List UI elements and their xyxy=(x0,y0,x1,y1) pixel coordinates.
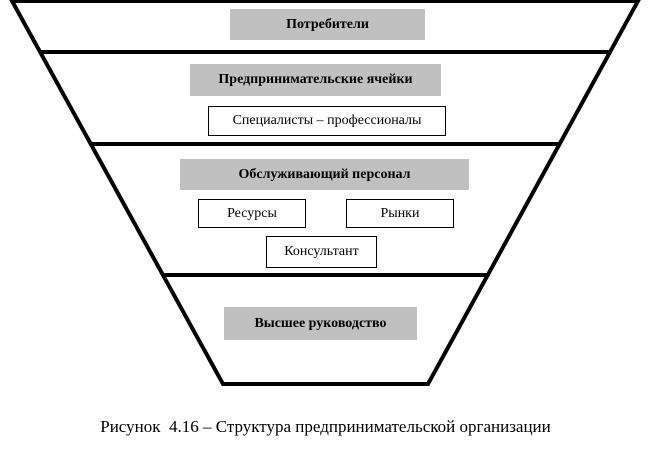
level-consumers: Потребители xyxy=(230,9,425,40)
funnel-outline xyxy=(9,0,641,386)
figure-caption: Рисунок 4.16 – Структура предприниматель… xyxy=(100,417,551,436)
level-entrepreneurial-cells: Предпринимательские ячейки xyxy=(190,64,441,96)
level-service-staff: Обслуживающий персонал xyxy=(180,159,469,190)
item-resources: Ресурсы xyxy=(198,199,306,228)
item-markets: Рынки xyxy=(346,199,454,228)
item-consultant: Консультант xyxy=(266,236,377,268)
level-top-management: Высшее руководство xyxy=(224,307,417,340)
item-specialists: Специалисты – профессионалы xyxy=(208,106,446,136)
